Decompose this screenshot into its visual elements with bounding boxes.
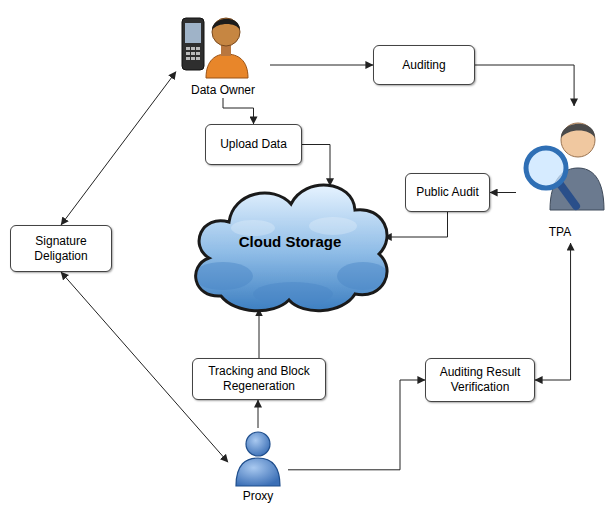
process-box: Upload Data	[205, 124, 302, 165]
connector-arrow	[535, 243, 571, 380]
node-label: Upload Data	[220, 137, 287, 152]
connector-arrow	[258, 400, 259, 428]
node-label: Auditing Result Verification	[432, 365, 528, 395]
node-label: TPA	[549, 225, 571, 240]
process-box: Signature Deligation	[10, 225, 112, 272]
node-label: Signature Deligation	[17, 234, 105, 264]
node-label: Tracking and Block Regeneration	[199, 364, 319, 394]
connector-arrow	[259, 309, 260, 358]
node-label: Auditing	[402, 58, 445, 73]
process-box: Public Audit	[405, 173, 490, 212]
connector-arrow	[302, 145, 330, 186]
node-label: Cloud Storage	[239, 233, 342, 252]
connector-arrow	[270, 65, 373, 66]
process-box: Auditing Result Verification	[425, 358, 535, 402]
connector-arrow	[384, 212, 447, 237]
actor-icon: Proxy	[228, 428, 288, 504]
connector-arrow	[490, 192, 516, 193]
person-icon	[516, 106, 604, 216]
actor-icon: Data Owner	[176, 4, 270, 98]
node-label: Public Audit	[416, 185, 479, 200]
connector-arrow	[223, 98, 254, 124]
node-label: Data Owner	[191, 83, 255, 98]
actor-icon: TPA	[516, 106, 604, 240]
cloud-shape: Cloud Storage	[183, 166, 397, 318]
person-icon	[176, 4, 270, 80]
person-icon	[228, 428, 288, 486]
process-box: Tracking and Block Regeneration	[192, 358, 326, 400]
connector-arrow	[475, 65, 574, 106]
node-label: Proxy	[243, 489, 274, 504]
connector-arrow	[61, 72, 176, 225]
process-box: Auditing	[373, 45, 475, 85]
